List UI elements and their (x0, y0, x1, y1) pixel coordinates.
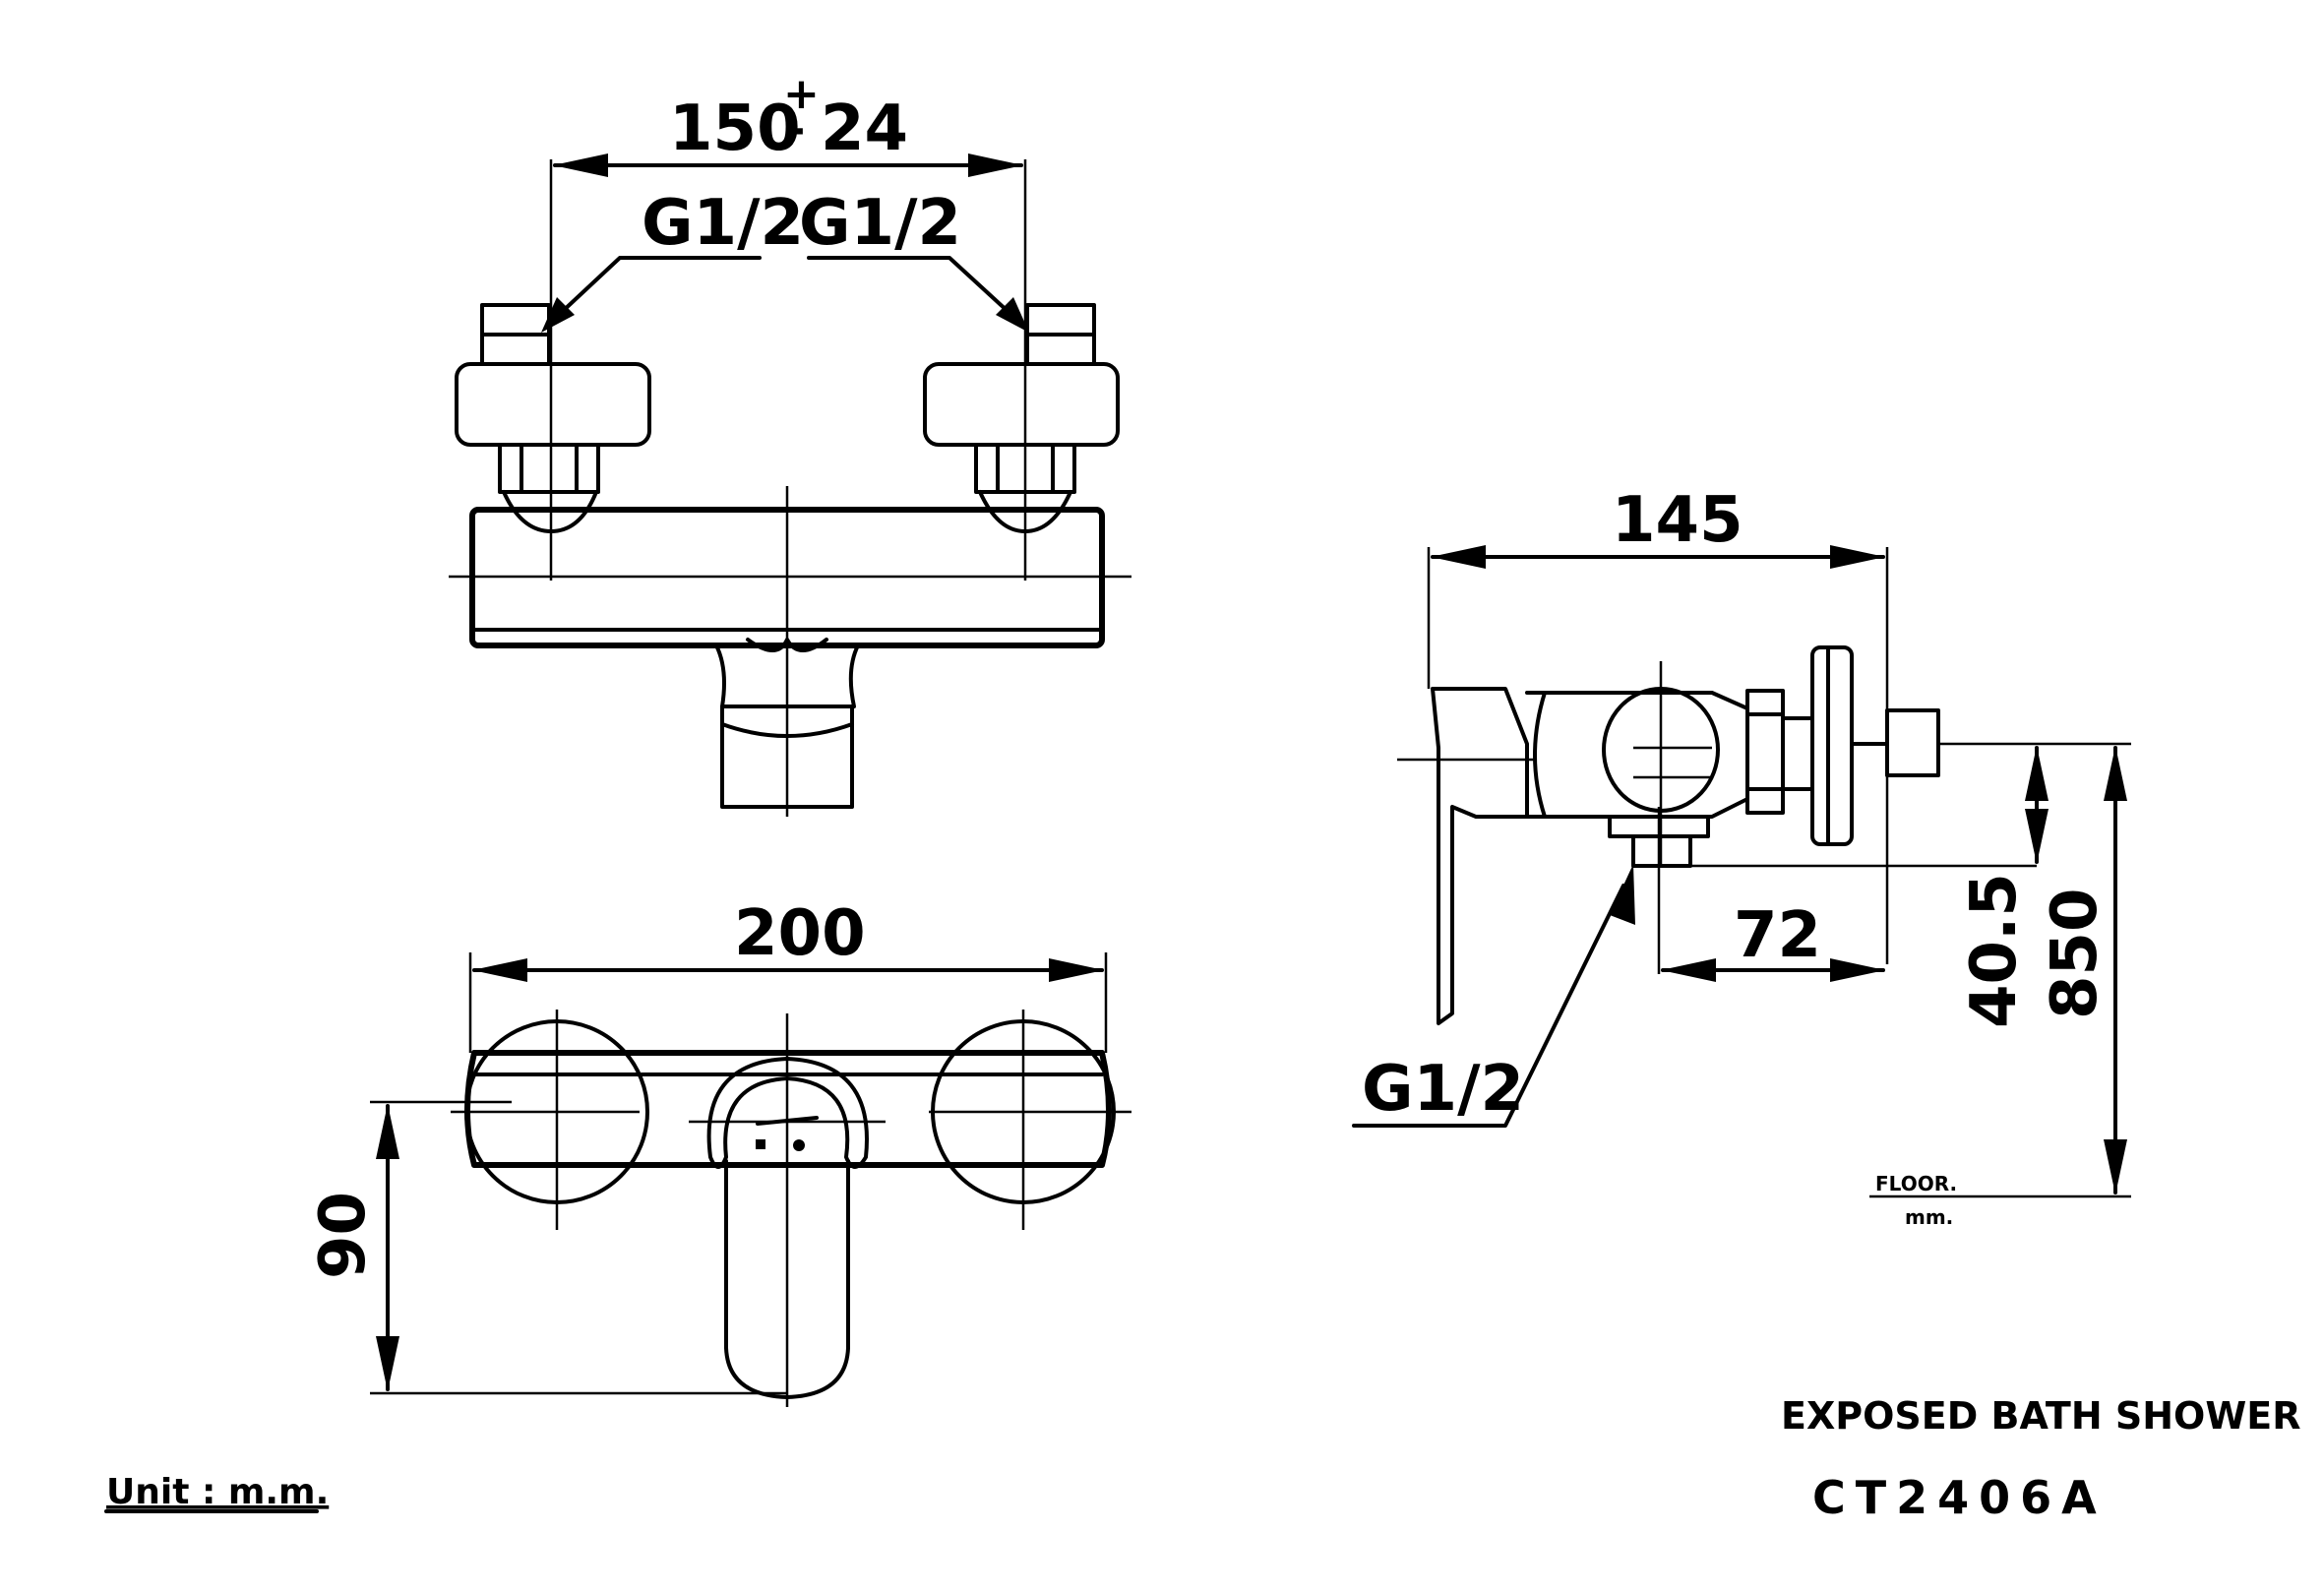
outlet-callout: G1/2 (1352, 864, 1635, 1128)
tolerance-value: 24 (821, 92, 908, 165)
top-view: 150 + - 24 G1/2 G1/2 (449, 69, 1131, 817)
floor-note: FLOOR. mm. (1875, 1172, 1957, 1229)
dimension-72: 72 (1661, 899, 1885, 982)
right-flange-front (929, 1010, 1131, 1230)
tolerance-plus: + (783, 69, 820, 119)
lever-side-profile (1397, 687, 1535, 1025)
floor-unit: mm. (1905, 1205, 1953, 1229)
dimension-150: 150 + - 24 (549, 69, 1027, 581)
dim-145-label: 145 (1612, 484, 1743, 557)
dim-150-label: 150 (669, 92, 801, 165)
dim-90-label: 90 (307, 1192, 380, 1279)
outlet-side (1608, 807, 2037, 974)
model-number: CT2406A (1812, 1471, 2107, 1524)
dimension-145: 145 (1427, 484, 1889, 964)
right-inlet-connector (923, 303, 1120, 533)
inlet-side-connector (1745, 645, 1940, 846)
valve-body-top (449, 486, 1131, 817)
side-view: 145 (1352, 484, 2131, 1229)
dim-200-label: 200 (734, 897, 866, 970)
inlet-left-label: G1/2 (642, 187, 804, 260)
inlet-callouts: G1/2 G1/2 (541, 187, 1029, 333)
dim-40-5-label: 40.5 (1958, 873, 2031, 1028)
dim-850-label: 850 (2039, 888, 2111, 1019)
handle-top-view (714, 638, 860, 809)
dim-72-label: 72 (1734, 899, 1821, 972)
dimension-vertical-side: 40.5 850 (1869, 742, 2131, 1198)
left-inlet-connector (455, 303, 651, 533)
inlet-right-label: G1/2 (799, 187, 961, 260)
product-name: EXPOSED BATH SHOWER (1781, 1394, 2301, 1438)
front-view: 200 (307, 897, 1131, 1407)
left-flange-front (451, 1010, 649, 1230)
lever-handle-front (689, 1013, 886, 1407)
unit-note: Unit : m.m. (104, 1472, 329, 1513)
unit-note-text: Unit : m.m. (106, 1472, 329, 1512)
outlet-label: G1/2 (1362, 1053, 1524, 1126)
dimension-200: 200 (468, 897, 1108, 1053)
floor-label: FLOOR. (1875, 1172, 1957, 1195)
tolerance-minus: - (787, 104, 805, 154)
title-block: EXPOSED BATH SHOWER CT2406A (1781, 1394, 2301, 1524)
dimension-90: 90 (307, 1100, 787, 1395)
